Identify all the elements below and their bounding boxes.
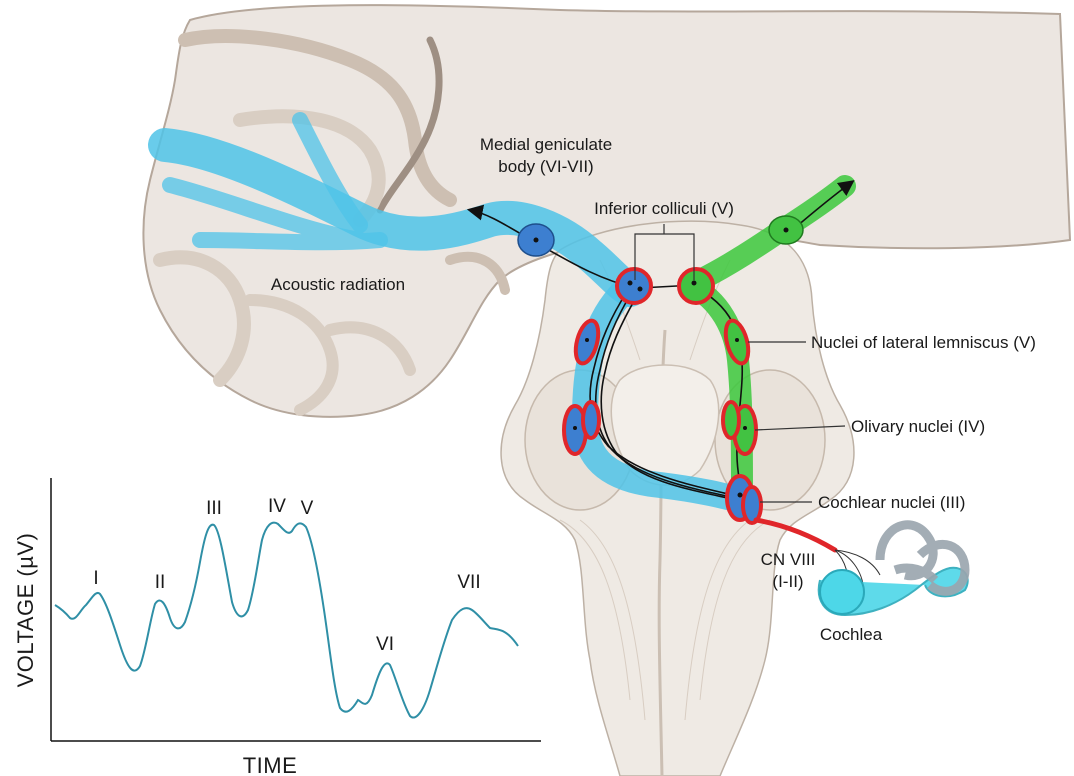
olivary-nucleus-right-2 — [723, 402, 739, 438]
waveform-line — [55, 523, 518, 718]
label-cochlear-nuclei: Cochlear nuclei (III) — [818, 493, 965, 512]
peak-label-vi: VI — [376, 634, 394, 655]
label-olivary-nuclei: Olivary nuclei (IV) — [851, 417, 985, 436]
label-medial-geniculate-2: body (VI-VII) — [498, 157, 593, 176]
olivary-nucleus-left-2 — [583, 402, 599, 438]
x-axis-label: TIME — [243, 753, 298, 776]
peak-label-ii: II — [155, 572, 166, 593]
peak-label-vii: VII — [457, 572, 480, 593]
cochlea-body — [820, 570, 864, 614]
abr-waveform-chart: I II III IV V VI VII TIME VOLTAGE (µV) — [13, 478, 541, 776]
peak-label-iv: IV — [268, 496, 286, 517]
inferior-colliculus-left — [617, 269, 651, 303]
label-cochlea: Cochlea — [820, 625, 883, 644]
label-acoustic-radiation: Acoustic radiation — [271, 275, 405, 294]
inferior-colliculus-right — [679, 269, 713, 303]
cochlear-nucleus-2 — [743, 487, 761, 523]
label-cn-viii-1: CN VIII — [761, 550, 816, 569]
peak-label-v: V — [301, 498, 314, 519]
label-medial-geniculate-1: Medial geniculate — [480, 135, 612, 154]
label-lateral-lemniscus: Nuclei of lateral lemniscus (V) — [811, 333, 1036, 352]
label-inferior-colliculi: Inferior colliculi (V) — [594, 199, 734, 218]
y-axis-label: VOLTAGE (µV) — [13, 533, 38, 688]
peak-label-i: I — [93, 568, 98, 589]
peak-label-iii: III — [206, 498, 222, 519]
label-cn-viii-2: (I-II) — [772, 572, 803, 591]
